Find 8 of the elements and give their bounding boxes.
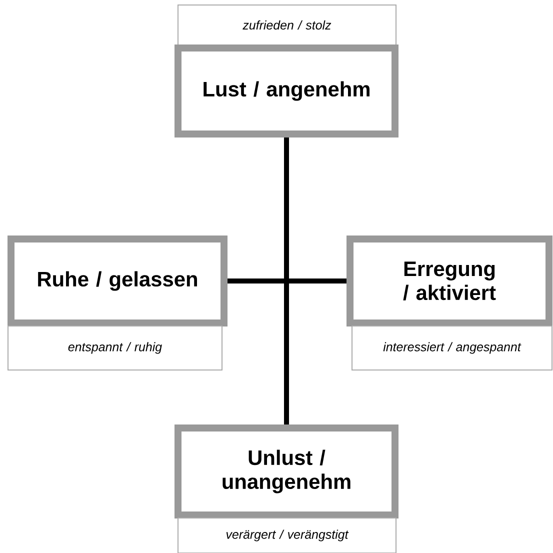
caption-box: interessiert / angespannt [352, 326, 552, 370]
heading-box: Erregung / aktiviert [346, 236, 552, 326]
caption-box: verärgert / verängstigt [178, 518, 396, 553]
connector-line [228, 278, 346, 284]
connector-line [284, 138, 289, 424]
caption-box: entspannt / ruhig [8, 326, 222, 370]
caption-box: zufrieden / stolz [178, 4, 396, 46]
heading-box: Unlust / unangenehm [174, 424, 398, 518]
